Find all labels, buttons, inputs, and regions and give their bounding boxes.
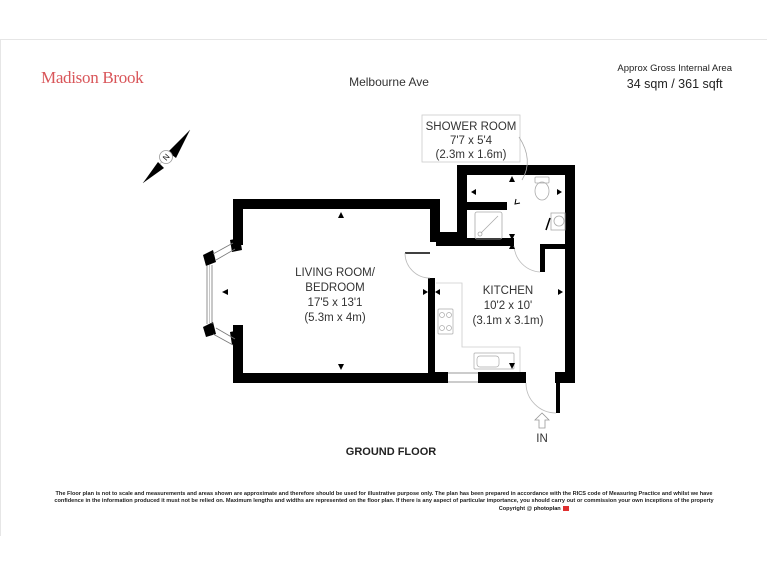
floor-label: GROUND FLOOR [345,446,437,458]
page-frame [0,39,767,536]
svg-text:KITCHEN: KITCHEN [483,285,533,297]
svg-text:(2.3m x 1.6m): (2.3m x 1.6m) [436,149,507,161]
photoplan-icon [563,505,570,511]
dimension-markers [222,176,563,370]
gross-internal-area: Approx Gross Internal Area 34 sqm / 361 … [617,63,732,91]
area-value: 34 sqm / 361 sqft [626,77,723,91]
shower-kitchen-walls [428,165,575,413]
wash-basin-icon [545,212,566,231]
area-label: Approx Gross Internal Area [617,63,732,74]
disclaimer-line-1: The Floor plan is not to scale and measu… [55,491,713,497]
kitchen-worktop [436,282,521,372]
photoplan-logo: photoplan [533,505,561,512]
shower-room-label: SHOWER ROOM 7'7 x 5'4 (2.3m x 1.6m) [421,114,528,181]
copyright: Copyright @ photoplan [0,506,768,513]
living-room-label: LIVING ROOM/ BEDROOM 17'5 x 13'1 (5.3m x… [295,267,376,324]
entrance-arrow-icon: IN [534,412,550,445]
hob-icon [437,308,454,335]
svg-text:17'5 x 13'1: 17'5 x 13'1 [308,297,363,309]
disclaimer-line-2: confidence in the information produced i… [54,498,714,505]
shower-tray-icon [474,211,503,240]
kitchen-window [448,372,478,383]
svg-text:SHOWER ROOM: SHOWER ROOM [426,121,517,133]
svg-text:IN: IN [536,433,548,445]
disclaimer: The Floor plan is not to scale and measu… [0,491,768,513]
svg-text:BEDROOM: BEDROOM [305,282,364,294]
svg-text:(3.1m x 3.1m): (3.1m x 3.1m) [473,315,544,327]
north-arrow-icon: N [142,129,191,184]
svg-text:LIVING ROOM/: LIVING ROOM/ [295,267,376,279]
svg-text:N: N [161,152,172,162]
property-address: Melbourne Ave [349,75,429,89]
svg-text:(5.3m x 4m): (5.3m x 4m) [304,312,366,324]
svg-text:7'7 x 5'4: 7'7 x 5'4 [450,135,493,147]
bay-window [206,242,236,346]
brand-logo: Madison Brook [41,68,144,87]
kitchen-sink-icon [473,352,515,370]
svg-text:10'2 x 10': 10'2 x 10' [484,300,533,312]
living-room-walls [203,199,458,383]
shower-room-door [513,245,541,273]
toilet-icon [534,176,550,201]
kitchen-label: KITCHEN 10'2 x 10' (3.1m x 3.1m) [473,285,544,327]
living-room-door [404,252,431,279]
door-swing-arrow-icon [514,198,521,205]
entrance-door [525,382,557,414]
